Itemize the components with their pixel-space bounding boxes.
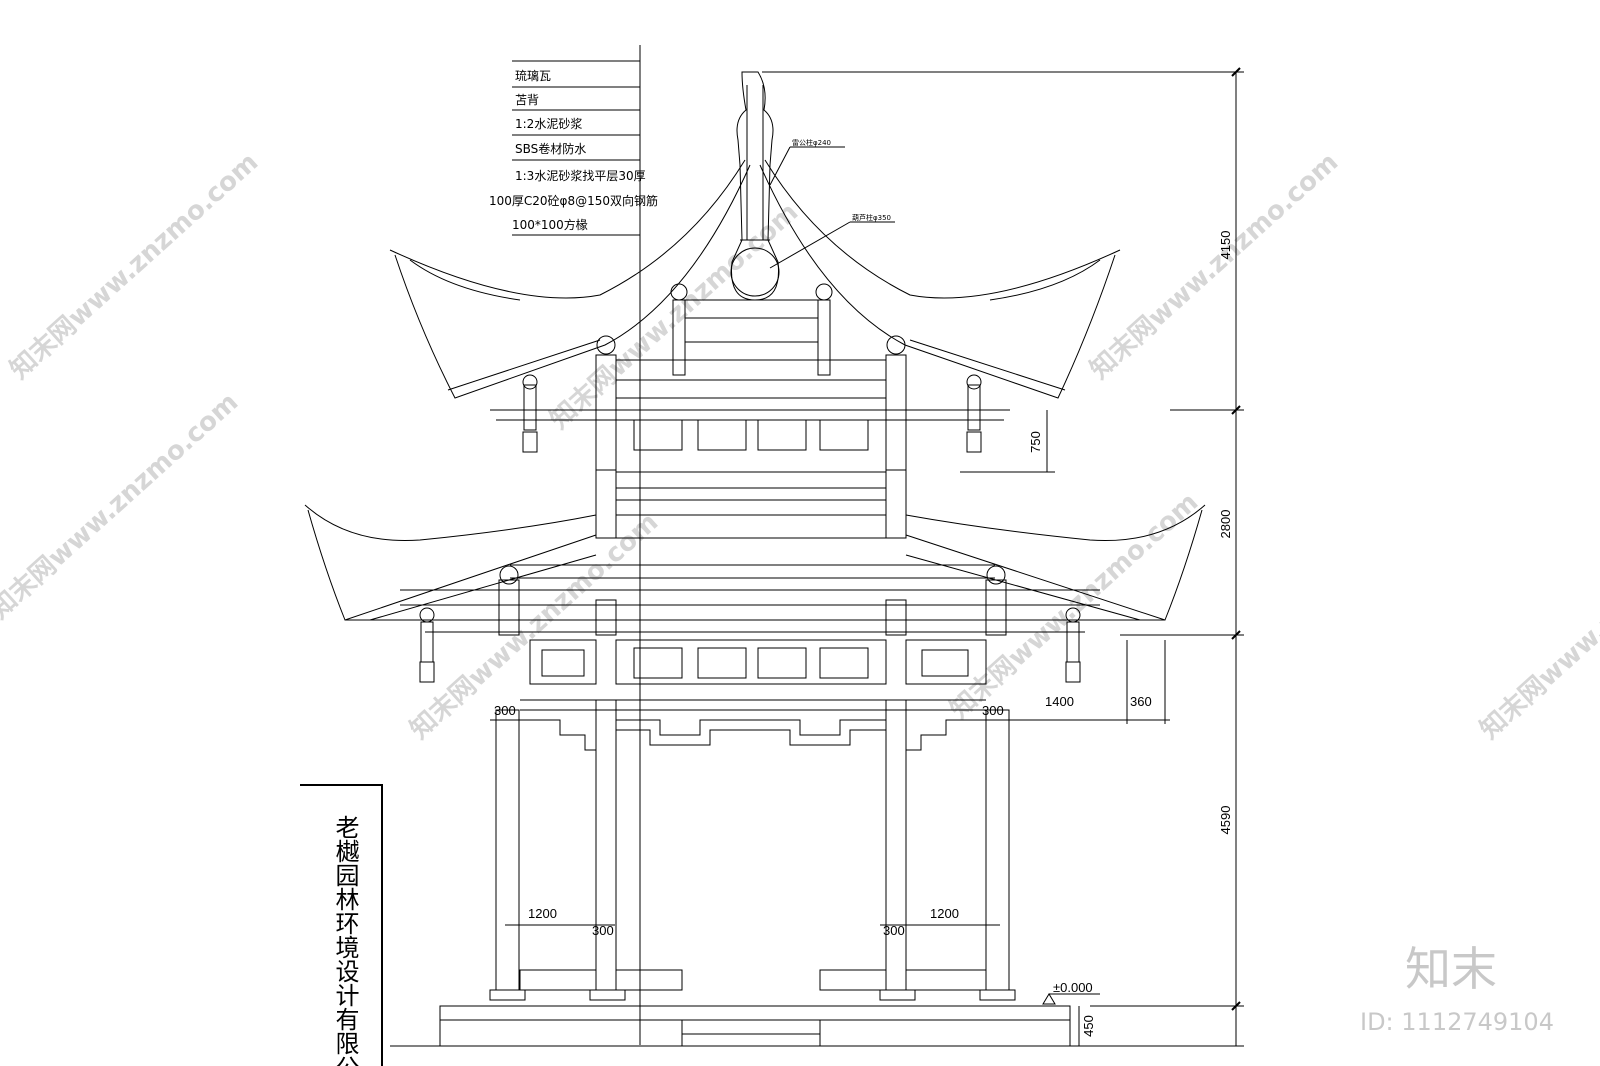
watermark-text: 知末网www.znzmo.com [0,387,244,625]
dim-300-left: 300 [494,703,516,718]
layer-4: SBS卷材防水 [515,141,586,156]
dim-4590: 4590 [1218,806,1233,835]
callout-top-post: 雷公柱φ240 [792,138,831,147]
watermark-text: 知末网www.znzmo.com [1085,147,1345,385]
lower-roof [304,504,1206,621]
watermark-text: 知末网www.znzmo.com [5,147,265,385]
layer-6: 100厚C20砼φ8@150双向钢筋 [489,193,658,208]
lower-structure [345,564,1200,1047]
dim-1200-right: 1200 [930,906,959,921]
dim-360: 360 [1130,694,1152,709]
layer-1: 琉璃瓦 [515,69,551,83]
dim-750: 750 [1028,431,1043,453]
layer-7: 100*100方椽 [512,217,588,232]
layer-table: 琉璃瓦 苫背 1:2水泥砂浆 SBS卷材防水 1:3水泥砂浆找平层30厚 100… [489,45,658,1045]
dim-4150: 4150 [1218,231,1233,260]
dim-450: 450 [1081,1015,1096,1037]
dim-1200-left: 1200 [528,906,557,921]
watermarks: 知末网www.znzmo.com 知末网www.znzmo.com 知末网www… [0,147,1600,745]
upper-roof [389,159,1121,399]
upper-structure [490,283,1010,539]
layer-3: 1:2水泥砂浆 [515,116,582,131]
dim-300-low-left: 300 [592,923,614,938]
dim-2800: 2800 [1218,510,1233,539]
layer-2: 苫背 [515,93,539,107]
title-block: 老樾园林环境设计有限公 [300,784,383,1066]
brand-watermark: 知末 ID: 1112749104 [1360,942,1554,1036]
roof-finial: 雷公柱φ240 葫芦柱φ350 [730,71,895,301]
image-id: ID: 1112749104 [1360,1008,1554,1036]
level-mark: ±0.000 [1053,980,1093,995]
brand-logo-text: 知末 [1405,942,1497,996]
dim-1400: 1400 [1045,694,1074,709]
watermark-text: 知末网www.znzmo.com [1475,507,1600,745]
watermark-text: 知末网www.znzmo.com [545,197,805,435]
company-name: 老樾园林环境设计有限公 [331,815,359,1066]
callout-finial: 葫芦柱φ350 [852,213,891,222]
dim-300-low-right: 300 [883,923,905,938]
dim-300-right: 300 [982,703,1004,718]
dimension-lines: 4150 2800 4590 750 450 ±0.000 300 300 14… [490,67,1244,1047]
layer-5: 1:3水泥砂浆找平层30厚 [515,168,646,183]
